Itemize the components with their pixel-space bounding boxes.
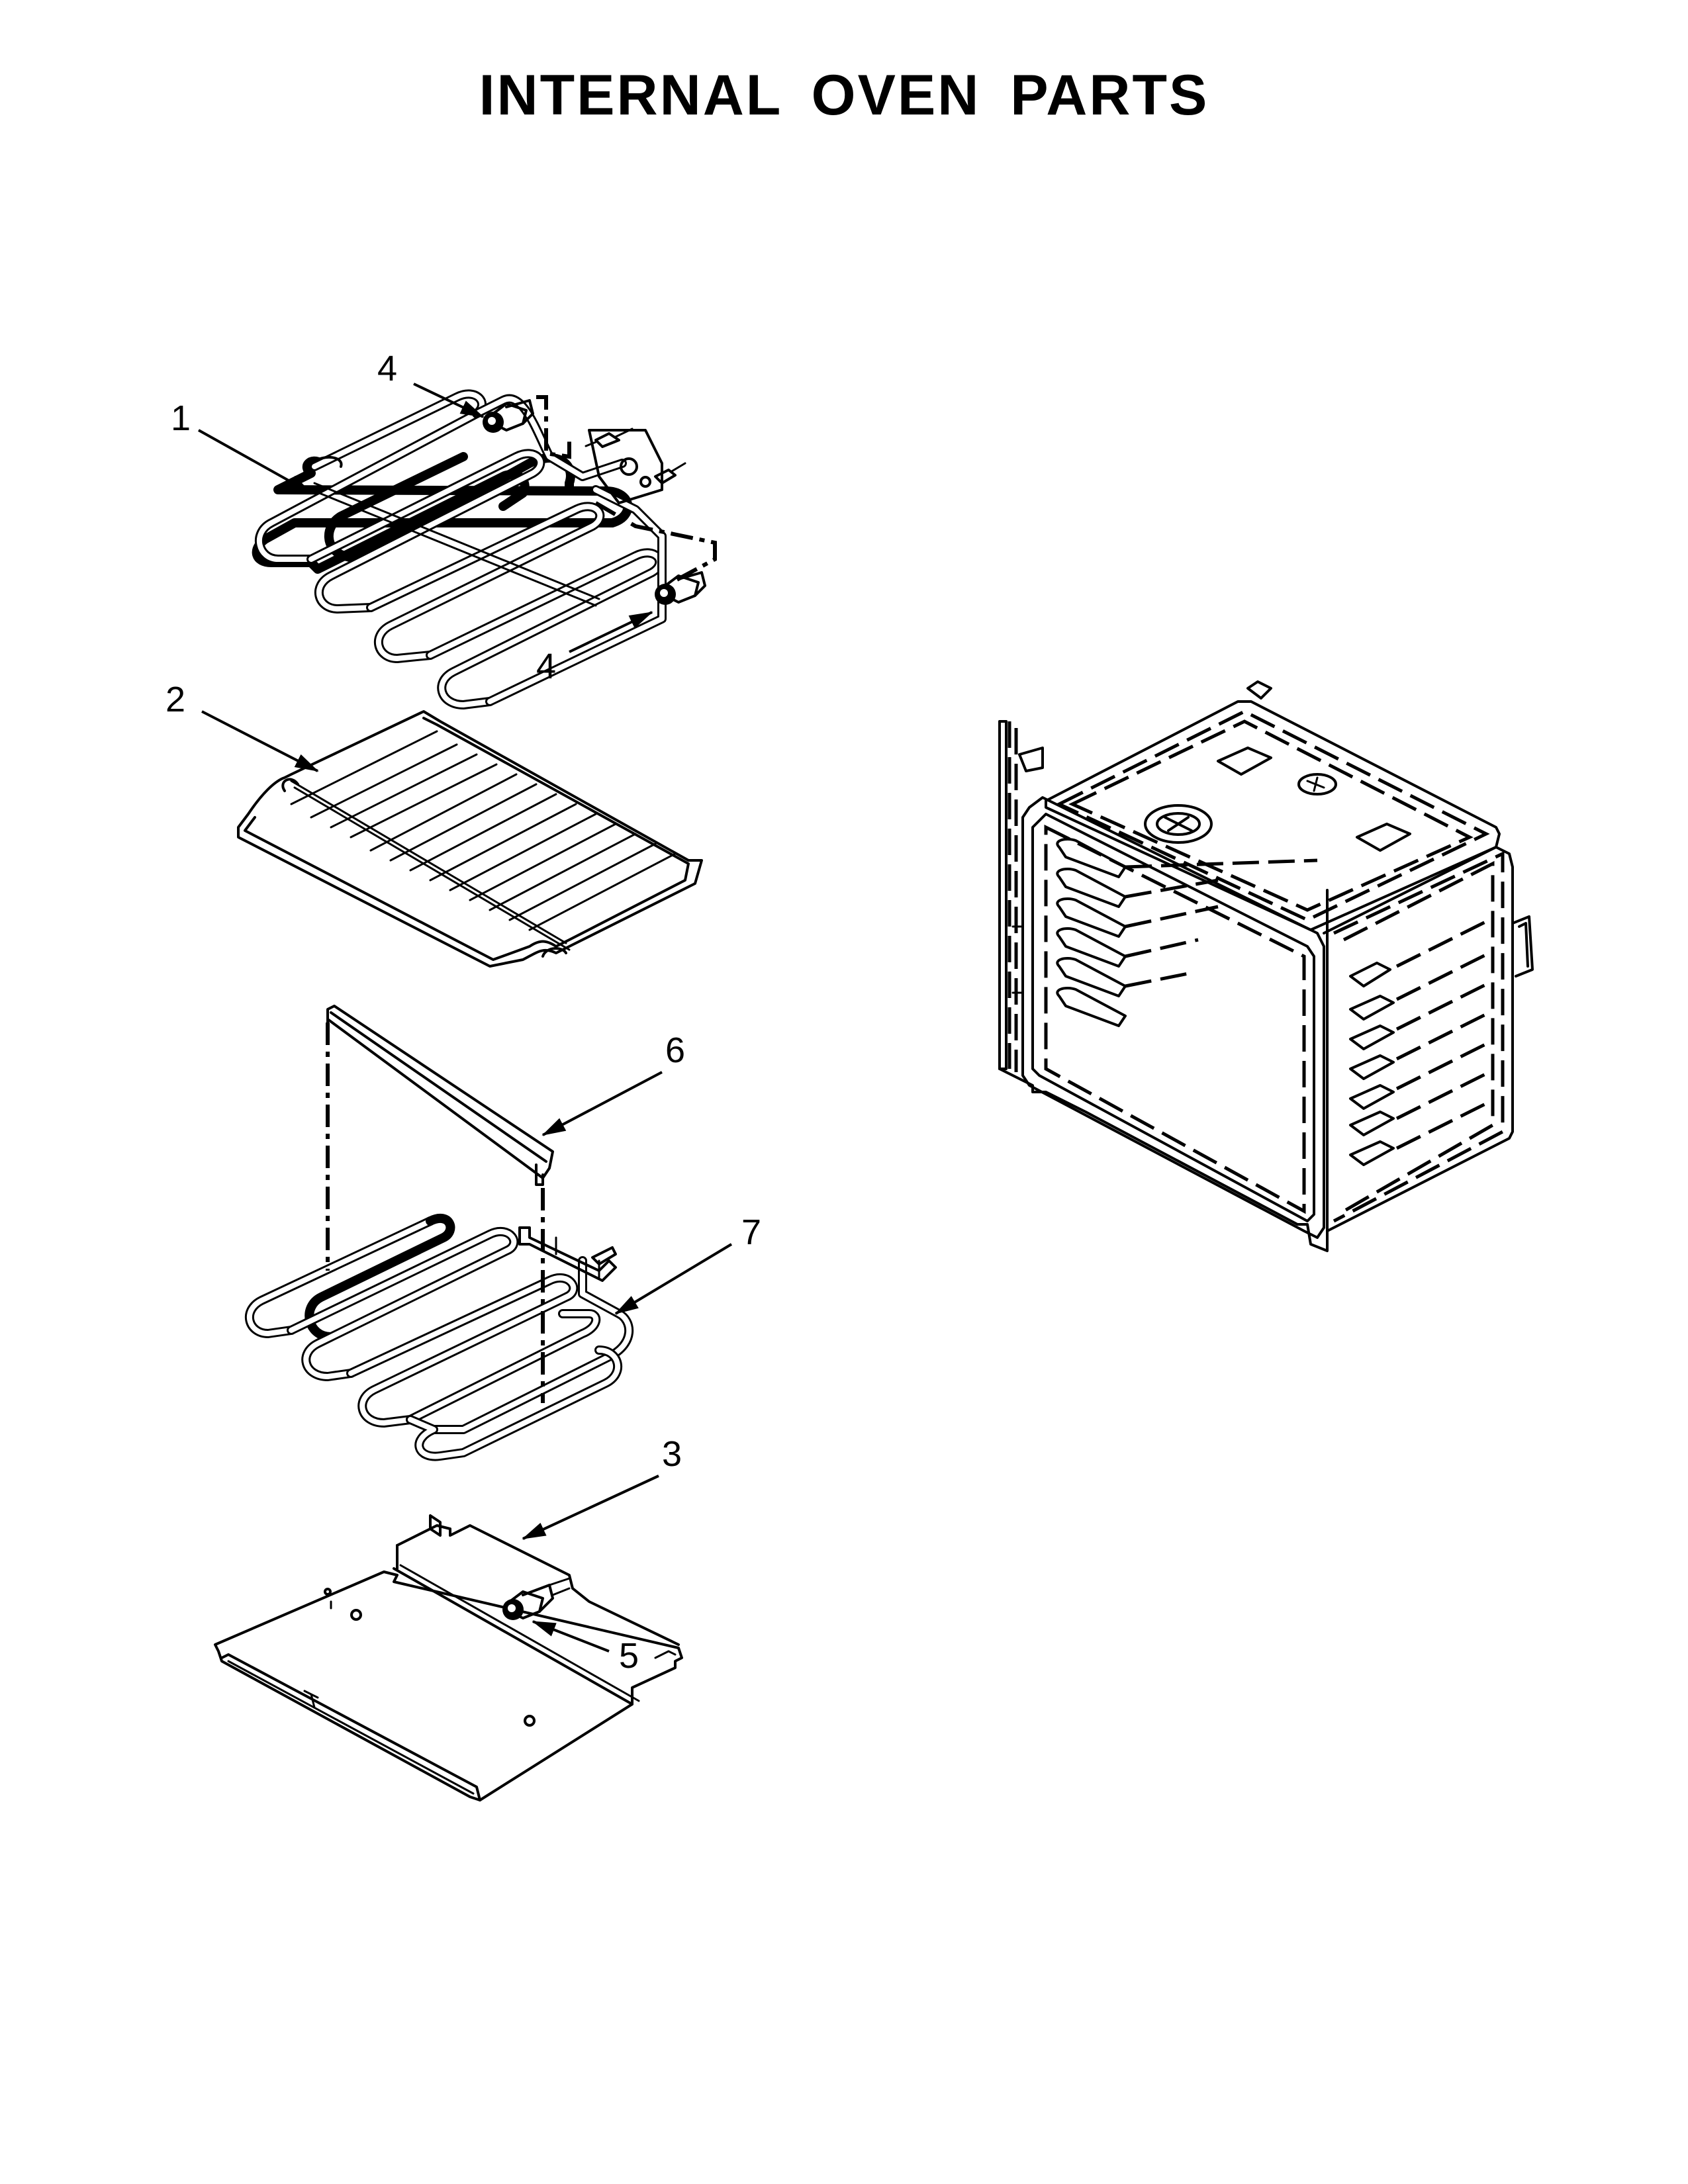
part-4-screw-upper[interactable] bbox=[483, 399, 534, 433]
callout-3[interactable]: 3 bbox=[522, 1434, 682, 1540]
svg-text:3: 3 bbox=[662, 1434, 682, 1474]
part-1-broil-element[interactable] bbox=[252, 389, 717, 709]
part-5-screw[interactable] bbox=[502, 1577, 571, 1620]
callout-1[interactable]: 1 bbox=[171, 398, 312, 494]
callout-6[interactable]: 6 bbox=[541, 1030, 685, 1136]
callout-4-upper[interactable]: 4 bbox=[377, 349, 485, 418]
callout-2[interactable]: 2 bbox=[165, 680, 319, 772]
svg-text:5: 5 bbox=[619, 1636, 639, 1676]
svg-text:6: 6 bbox=[665, 1030, 685, 1070]
oven-cavity-assembly bbox=[998, 680, 1534, 1252]
svg-text:4: 4 bbox=[377, 349, 397, 388]
part-6-deflector[interactable] bbox=[326, 1005, 554, 1186]
svg-text:1: 1 bbox=[171, 398, 191, 438]
callout-4-lower[interactable]: 4 bbox=[536, 611, 653, 686]
svg-text:2: 2 bbox=[165, 680, 185, 719]
svg-text:4: 4 bbox=[536, 647, 556, 686]
part-4-screw-lower[interactable] bbox=[655, 571, 706, 605]
page-title: INTERNAL OVEN PARTS bbox=[479, 64, 1209, 127]
part-3-oven-bottom[interactable] bbox=[214, 1514, 683, 1801]
callout-5[interactable]: 5 bbox=[532, 1620, 639, 1676]
part-7-bake-element[interactable] bbox=[244, 1213, 634, 1461]
callout-7[interactable]: 7 bbox=[614, 1212, 761, 1315]
svg-text:7: 7 bbox=[741, 1212, 761, 1252]
part-2-oven-rack[interactable] bbox=[237, 710, 703, 968]
